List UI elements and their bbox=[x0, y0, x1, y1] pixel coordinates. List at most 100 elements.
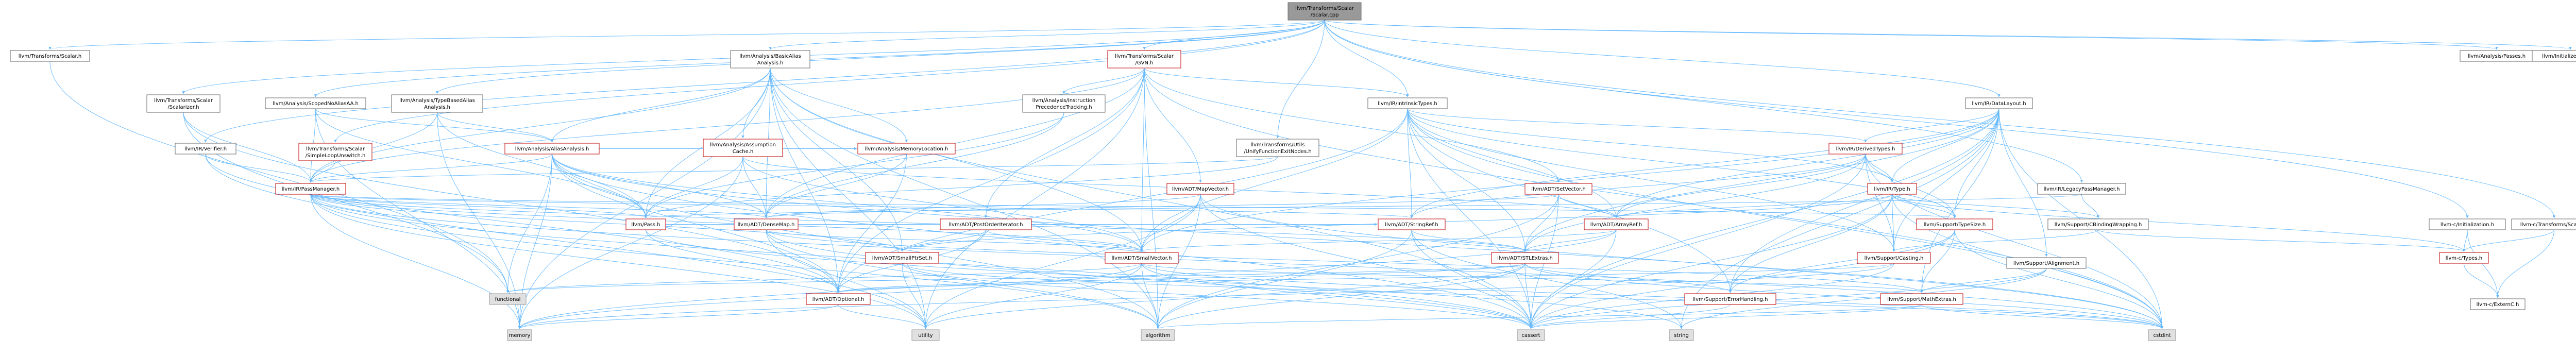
graph-node-array-ref[interactable]: llvm/ADT/ArrayRef.h bbox=[1584, 218, 1649, 230]
node-box bbox=[1517, 329, 1545, 341]
graph-node-memory-location[interactable]: llvm/Analysis/MemoryLocation.h bbox=[857, 143, 956, 155]
node-box bbox=[504, 143, 600, 155]
graph-edge bbox=[770, 67, 908, 143]
node-label: llvm/Transforms/Utils bbox=[1251, 142, 1305, 148]
graph-node-post-order[interactable]: llvm/ADT/PostOrderIterator.h bbox=[940, 218, 1032, 230]
graph-node-ir-verifier[interactable]: llvm/IR/Verifier.h bbox=[175, 143, 236, 155]
graph-node-analysis-passes[interactable]: llvm/Analysis/Passes.h bbox=[2460, 50, 2534, 62]
node-box bbox=[275, 183, 346, 195]
node-box bbox=[507, 329, 532, 341]
node-box bbox=[1669, 329, 1694, 341]
graph-node-alignment[interactable]: llvm/Support/Alignment.h bbox=[2006, 257, 2087, 269]
node-label: /UnifyFunctionExitNodes.h bbox=[1244, 149, 1311, 155]
node-label: llvm-c/Types.h bbox=[2446, 256, 2482, 261]
node-box bbox=[10, 50, 90, 62]
node-label: llvm/IR/IntrinsicTypes.h bbox=[1378, 101, 1437, 107]
graph-node-data-layout[interactable]: llvm/IR/DataLayout.h bbox=[1965, 97, 2033, 109]
graph-edge bbox=[552, 154, 648, 218]
graph-node-alias-analysis[interactable]: llvm/Analysis/AliasAnalysis.h bbox=[504, 143, 600, 155]
graph-node-adt-optional[interactable]: llvm/ADT/Optional.h bbox=[806, 293, 871, 305]
graph-edge bbox=[1407, 108, 1618, 218]
graph-edge bbox=[1140, 108, 1999, 252]
graph-node-small-vector[interactable]: llvm/ADT/SmallVector.h bbox=[1105, 252, 1179, 264]
graph-edge bbox=[437, 112, 554, 143]
graph-edge bbox=[1144, 67, 1202, 183]
graph-node-string-ref[interactable]: llvm/ADT/StringRef.h bbox=[1378, 218, 1446, 230]
graph-node-initialization[interactable]: llvm-c/Initialization.h bbox=[2429, 218, 2506, 230]
graph-edge bbox=[1062, 67, 1145, 94]
graph-node-scalarizer[interactable]: llvm/Transforms/Scalar/Scalarizer.h bbox=[146, 94, 221, 113]
graph-node-initialize-passes[interactable]: llvm/InitializePasses.h bbox=[2532, 50, 2576, 62]
graph-node-transforms-scalar[interactable]: llvm/Transforms/Scalar.h bbox=[10, 50, 90, 62]
graph-node-dense-map[interactable]: llvm/ADT/DenseMap.h bbox=[734, 218, 799, 230]
graph-node-gvn[interactable]: llvm/Transforms/Scalar/GVN.h bbox=[1107, 50, 1181, 69]
graph-node-derived-types[interactable]: llvm/IR/DerivedTypes.h bbox=[1828, 143, 1903, 155]
graph-node-functional: functional bbox=[489, 293, 527, 305]
node-label: Analysis.h bbox=[424, 105, 450, 110]
graph-node-small-ptr-set[interactable]: llvm/ADT/SmallPtrSet.h bbox=[865, 252, 939, 264]
graph-node-scoped-noalias[interactable]: llvm/Analysis/ScopedNoAliasAA.h bbox=[265, 97, 366, 109]
graph-edge bbox=[901, 229, 986, 252]
graph-edge bbox=[1529, 268, 2047, 329]
graph-edge bbox=[1680, 268, 2047, 329]
node-label: llvm/Support/ErrorHandling.h bbox=[1693, 297, 1768, 302]
node-label: /SimpleLoopUnswitch.h bbox=[306, 153, 366, 159]
graph-node-ir-intrinsic-types[interactable]: llvm/IR/IntrinsicTypes.h bbox=[1367, 97, 1448, 109]
node-box bbox=[2470, 298, 2526, 310]
graph-edge bbox=[1324, 20, 1409, 97]
graph-edge bbox=[1411, 229, 1533, 329]
graph-edge bbox=[1141, 263, 1923, 293]
graph-node-casting[interactable]: llvm/Support/Casting.h bbox=[1857, 252, 1931, 264]
graph-edge bbox=[1141, 263, 2164, 329]
graph-edge bbox=[205, 154, 927, 329]
graph-edge bbox=[765, 154, 907, 218]
graph-edge bbox=[1558, 194, 1618, 218]
node-label: PrecedenceTracking.h bbox=[1036, 105, 1092, 110]
graph-node-legacy-pm[interactable]: llvm/IR/LegacyPassManager.h bbox=[2037, 183, 2126, 195]
graph-edge bbox=[1200, 194, 2164, 329]
node-label: llvm/ADT/SetVector.h bbox=[1531, 187, 1586, 192]
graph-node-ir-type[interactable]: llvm/IR/Type.h bbox=[1867, 183, 1917, 195]
graph-node-c-transforms-scalar[interactable]: llvm-c/Transforms/Scalar.h bbox=[2511, 218, 2576, 230]
graph-node-math-extras[interactable]: llvm/Support/MathExtras.h bbox=[1880, 293, 1963, 305]
node-label: /Scalarizer.h bbox=[167, 105, 199, 110]
graph-node-pass-manager[interactable]: llvm/IR/PassManager.h bbox=[275, 183, 346, 195]
graph-edge bbox=[1140, 108, 1408, 252]
node-label: llvm/Pass.h bbox=[631, 222, 660, 228]
graph-node-c-types[interactable]: llvm-c/Types.h bbox=[2439, 252, 2489, 264]
graph-edge bbox=[310, 194, 2164, 329]
node-label: llvm/Analysis/MemoryLocation.h bbox=[865, 146, 948, 152]
graph-node-unify-exit[interactable]: llvm/Transforms/Utils/UnifyFunctionExitN… bbox=[1236, 139, 1319, 157]
node-box bbox=[1022, 94, 1106, 113]
graph-edge bbox=[1140, 67, 1145, 252]
graph-node-memory: memory bbox=[507, 329, 532, 341]
graph-edge bbox=[1728, 108, 1999, 293]
graph-edge bbox=[309, 67, 771, 183]
node-label: llvm/ADT/PostOrderIterator.h bbox=[949, 222, 1023, 228]
graph-node-error-handling[interactable]: llvm/Support/ErrorHandling.h bbox=[1684, 293, 1776, 305]
graph-node-map-vector[interactable]: llvm/ADT/MapVector.h bbox=[1166, 183, 1234, 195]
graph-edge bbox=[310, 194, 1160, 329]
node-box bbox=[1880, 293, 1963, 305]
graph-node-set-vector[interactable]: llvm/ADT/SetVector.h bbox=[1524, 183, 1592, 195]
graph-node-simple-loop-unswitch[interactable]: llvm/Transforms/Scalar/SimpleLoopUnswitc… bbox=[298, 143, 372, 161]
node-label: llvm/Transforms/Scalar bbox=[1295, 6, 1354, 11]
graph-node-type-size[interactable]: llvm/Support/TypeSize.h bbox=[1916, 218, 1993, 230]
graph-node-stl-extras[interactable]: llvm/ADT/STLExtras.h bbox=[1491, 252, 1559, 264]
graph-edge bbox=[310, 194, 521, 329]
graph-node-cbinding[interactable]: llvm/Support/CBindingWrapping.h bbox=[2047, 218, 2149, 230]
node-box bbox=[391, 94, 483, 113]
graph-edge bbox=[924, 67, 1145, 329]
graph-edge bbox=[437, 112, 521, 329]
node-label: llvm/Transforms/Scalar bbox=[1115, 54, 1174, 59]
graph-node-pass-h[interactable]: llvm/Pass.h bbox=[625, 218, 666, 230]
graph-edge bbox=[309, 156, 1278, 183]
graph-edge bbox=[1892, 108, 1999, 252]
graph-node-c-externc[interactable]: llvm-c/ExternC.h bbox=[2470, 298, 2526, 310]
graph-edge bbox=[1615, 154, 1866, 218]
graph-node-instr-precedence[interactable]: llvm/Analysis/InstructionPrecedenceTrack… bbox=[1022, 94, 1106, 113]
graph-edge bbox=[1920, 229, 1955, 293]
